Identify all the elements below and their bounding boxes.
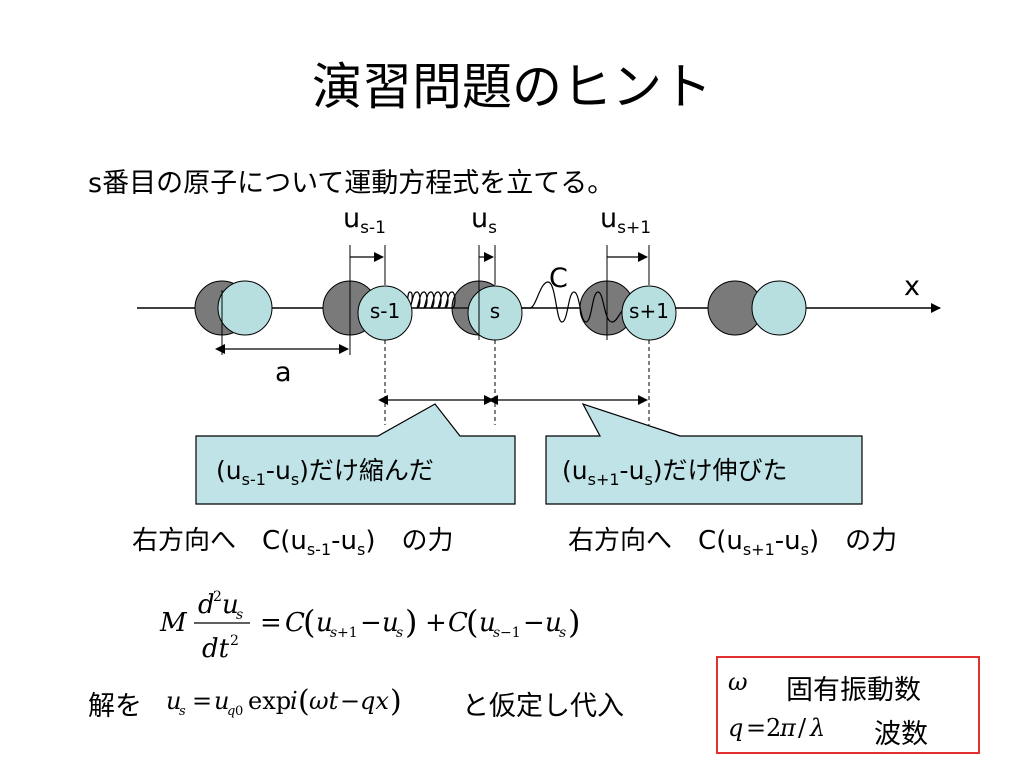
svg-text:s: s — [493, 625, 500, 641]
svg-text:): ) — [405, 603, 417, 641]
label-u-s-plus-1: us+1 — [600, 203, 652, 239]
svg-text:s: s — [396, 625, 403, 641]
svg-text:s: s — [330, 625, 337, 641]
atom — [217, 280, 273, 336]
callout-right-text: (us+1-us)だけ伸びた — [562, 456, 788, 489]
svg-text:i: i — [290, 687, 298, 715]
label-u-s: us — [471, 203, 497, 239]
svg-text:ωt: ωt — [309, 687, 339, 715]
svg-text:qx: qx — [360, 687, 389, 715]
svg-text:0: 0 — [235, 704, 243, 719]
label-axis-x: x — [904, 271, 920, 302]
svg-text:u: u — [214, 687, 229, 715]
svg-text:M: M — [159, 608, 188, 638]
svg-text:=: = — [746, 714, 766, 742]
svg-text:q: q — [227, 704, 235, 719]
svg-text:−: − — [523, 608, 545, 638]
svg-text:exp: exp — [248, 687, 291, 715]
solution-prefix: 解を — [88, 691, 142, 722]
svg-text:−: − — [340, 687, 360, 715]
svg-text:/: / — [798, 714, 807, 742]
svg-text:u: u — [316, 608, 333, 638]
solution-suffix: と仮定し代入 — [462, 691, 624, 722]
svg-text:(: ( — [466, 603, 478, 641]
callout-right-shape — [545, 402, 863, 505]
svg-text:2: 2 — [766, 714, 781, 742]
force-left: 右方向へ C(us-1-us) の力 — [132, 526, 454, 559]
svg-text:s: s — [559, 625, 566, 641]
page-title: 演習問題のヒント — [312, 58, 712, 116]
svg-text:+1: +1 — [337, 625, 358, 641]
force-right: 右方向へ C(us+1-us) の力 — [568, 526, 898, 559]
svg-text:u: u — [545, 608, 562, 638]
intro-text: s番目の原子について運動方程式を立てる。 — [88, 168, 615, 199]
svg-text:s: s — [236, 607, 243, 623]
callout-left-shape — [195, 403, 516, 505]
svg-text:u: u — [479, 608, 496, 638]
svg-text:+: + — [425, 608, 447, 638]
svg-text:2: 2 — [230, 633, 239, 649]
svg-text:dt: dt — [202, 634, 230, 664]
svg-text:ω: ω — [728, 668, 748, 696]
svg-text:q: q — [728, 714, 743, 742]
atom-label-s-plus-1: s+1 — [629, 299, 669, 323]
svg-text:2: 2 — [213, 589, 222, 605]
legend-symbols-image: ω q = 2 π / λ — [728, 668, 825, 742]
svg-text:u: u — [166, 687, 181, 715]
label-spring-constant: C — [549, 263, 568, 294]
spring-right — [520, 281, 629, 323]
callout-left-text: (us-1-us)だけ縮んだ — [216, 456, 434, 489]
spring-left — [407, 291, 472, 309]
svg-text:−: − — [360, 608, 382, 638]
legend-omega-label: 固有振動数 — [786, 675, 921, 706]
label-spacing-a: a — [275, 357, 292, 388]
svg-text:(: ( — [298, 684, 310, 719]
svg-text:d: d — [198, 590, 215, 620]
svg-text:C: C — [448, 608, 468, 638]
atom-label-s-minus-1: s-1 — [369, 299, 401, 323]
svg-text:): ) — [568, 603, 580, 641]
legend-box — [716, 656, 980, 754]
svg-text:): ) — [390, 684, 402, 719]
svg-text:π: π — [779, 714, 797, 742]
svg-text:−1: −1 — [500, 625, 521, 641]
svg-text:C: C — [285, 608, 305, 638]
svg-text:λ: λ — [809, 714, 825, 742]
svg-text:(: ( — [303, 603, 315, 641]
legend-q-label: 波数 — [874, 719, 928, 750]
svg-text:u: u — [222, 590, 239, 620]
svg-text:s: s — [179, 704, 186, 719]
label-u-s-minus-1: us-1 — [343, 203, 386, 239]
atom — [751, 280, 807, 336]
atom-label-s: s — [489, 299, 501, 323]
svg-text:=: = — [192, 687, 212, 715]
svg-text:u: u — [382, 608, 399, 638]
svg-text:=: = — [260, 608, 282, 638]
